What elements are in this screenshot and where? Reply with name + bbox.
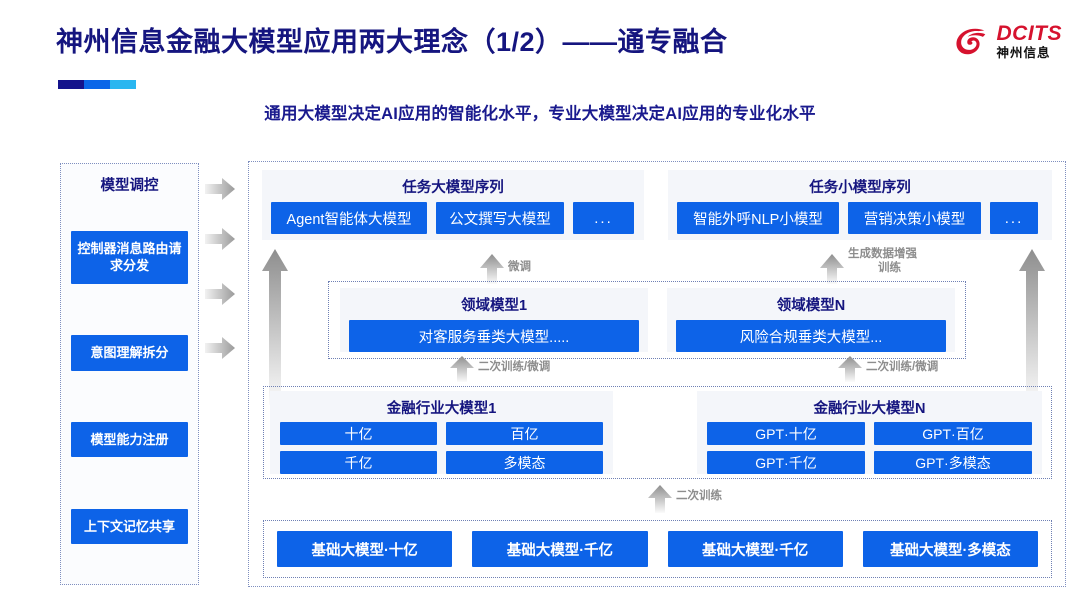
task-box-0-1[interactable]: 公文撰写大模型 (436, 202, 564, 234)
arrow-label-data-aug-line1: 生成数据增强 (848, 248, 917, 260)
task-group-1-title: 任务小模型序列 (809, 180, 911, 196)
industry-group-0: 金融行业大模型1 十亿 百亿 千亿 多模态 (270, 391, 613, 474)
domain-models-frame (328, 281, 966, 359)
right-arrow-icon-2 (205, 228, 235, 250)
up-arrow-icon-industry1-to-task (262, 249, 288, 405)
domain-group-0: 领域模型1 对客服务垂类大模型..... (340, 288, 648, 352)
task-group-0: 任务大模型序列 Agent智能体大模型 公文撰写大模型 ... (262, 170, 644, 240)
domain-group-0-title: 领域模型1 (460, 298, 528, 314)
industry-box-0-2[interactable]: 千亿 (280, 451, 437, 474)
page-title: 神州信息金融大模型应用两大理念（1/2）——通专融合 (56, 27, 728, 57)
up-arrow-icon-finetune (480, 254, 504, 284)
up-arrow-icon-industryN-to-task (1019, 249, 1045, 405)
base-models-row: 基础大模型·十亿 基础大模型·千亿 基础大模型·千亿 基础大模型·多模态 (263, 520, 1052, 578)
task-box-0-0[interactable]: Agent智能体大模型 (271, 202, 427, 234)
task-box-1-1[interactable]: 营销决策小模型 (848, 202, 981, 234)
up-arrow-icon-retrain (648, 485, 672, 513)
accent-segment-1 (58, 80, 84, 89)
arrow-label-finetune: 微调 (508, 261, 531, 273)
task-group-0-title: 任务大模型序列 (402, 180, 504, 196)
industry-group-0-title: 金融行业大模型1 (386, 401, 497, 417)
industry-box-0-0[interactable]: 十亿 (280, 422, 437, 445)
up-arrow-icon-retrain-finetune-left (450, 356, 474, 382)
page-subtitle: 通用大模型决定AI应用的智能化水平，专业大模型决定AI应用的专业化水平 (264, 105, 816, 123)
dcits-swirl-icon (955, 28, 985, 55)
up-arrow-icon-retrain-finetune-right (838, 356, 862, 382)
title-accent-rule (58, 80, 136, 89)
industry-group-0-row-2: 千亿 多模态 (270, 447, 613, 480)
industry-group-1-row-1: GPT·十亿 GPT·百亿 (697, 418, 1042, 447)
domain-box-0-0[interactable]: 对客服务垂类大模型..... (349, 320, 639, 352)
control-column-title: 模型调控 (100, 178, 159, 194)
domain-group-1: 领域模型N 风险合规垂类大模型... (667, 288, 955, 352)
control-column: 模型调控 控制器消息路由请求分发 意图理解拆分 模型能力注册 上下文记忆共享 (60, 163, 199, 585)
domain-group-1-row: 风险合规垂类大模型... (667, 315, 955, 361)
accent-segment-3 (110, 80, 136, 89)
control-item-1[interactable]: 意图理解拆分 (71, 335, 188, 371)
base-model-box-0[interactable]: 基础大模型·十亿 (277, 531, 453, 567)
task-box-1-2[interactable]: ... (990, 202, 1038, 234)
task-box-1-0[interactable]: 智能外呼NLP小模型 (677, 202, 839, 234)
right-arrow-icon-4 (205, 337, 235, 359)
base-model-box-2[interactable]: 基础大模型·千亿 (667, 531, 843, 567)
arrow-label-retrain-finetune-left: 二次训练/微调 (478, 361, 551, 373)
industry-models-frame (263, 386, 1052, 479)
industry-box-0-1[interactable]: 百亿 (446, 422, 603, 445)
right-arrow-icon-3 (205, 283, 235, 305)
control-item-0[interactable]: 控制器消息路由请求分发 (71, 230, 188, 284)
control-column-list: 控制器消息路由请求分发 意图理解拆分 模型能力注册 上下文记忆共享 (61, 203, 198, 584)
industry-group-1-row-2: GPT·千亿 GPT·多模态 (697, 447, 1042, 480)
domain-box-1-0[interactable]: 风险合规垂类大模型... (676, 320, 946, 352)
industry-box-1-1[interactable]: GPT·百亿 (874, 422, 1032, 445)
control-item-2[interactable]: 模型能力注册 (71, 421, 188, 458)
arrow-label-retrain-finetune-right: 二次训练/微调 (866, 361, 939, 373)
arrow-label-retrain: 二次训练 (676, 490, 722, 502)
domain-group-0-row: 对客服务垂类大模型..... (340, 315, 648, 361)
control-item-3[interactable]: 上下文记忆共享 (71, 508, 188, 545)
base-model-box-1[interactable]: 基础大模型·千亿 (472, 531, 648, 567)
task-group-1: 任务小模型序列 智能外呼NLP小模型 营销决策小模型 ... (668, 170, 1052, 240)
domain-group-1-title: 领域模型N (776, 298, 846, 314)
industry-group-1-title: 金融行业大模型N (813, 401, 926, 417)
up-arrow-icon-data-augmentation (820, 254, 844, 284)
industry-box-0-3[interactable]: 多模态 (446, 451, 603, 474)
right-arrow-icon-1 (205, 178, 235, 200)
task-group-0-row: Agent智能体大模型 公文撰写大模型 ... (262, 197, 644, 243)
industry-box-1-3[interactable]: GPT·多模态 (874, 451, 1032, 474)
industry-box-1-2[interactable]: GPT·千亿 (707, 451, 865, 474)
task-group-1-row: 智能外呼NLP小模型 营销决策小模型 ... (668, 197, 1052, 243)
logo-en-text: DCITS (996, 21, 1062, 45)
company-logo: DCITS 神州信息 (953, 22, 1063, 60)
industry-group-0-row-1: 十亿 百亿 (270, 418, 613, 447)
arrow-label-data-aug-line2: 训练 (878, 262, 901, 274)
industry-box-1-0[interactable]: GPT·十亿 (707, 422, 865, 445)
logo-cn-text: 神州信息 (996, 45, 1051, 60)
accent-segment-2 (84, 80, 110, 89)
base-model-box-3[interactable]: 基础大模型·多模态 (862, 531, 1038, 567)
task-box-0-2[interactable]: ... (573, 202, 634, 234)
industry-group-1: 金融行业大模型N GPT·十亿 GPT·百亿 GPT·千亿 GPT·多模态 (697, 391, 1042, 474)
base-models-frame (263, 520, 1052, 578)
